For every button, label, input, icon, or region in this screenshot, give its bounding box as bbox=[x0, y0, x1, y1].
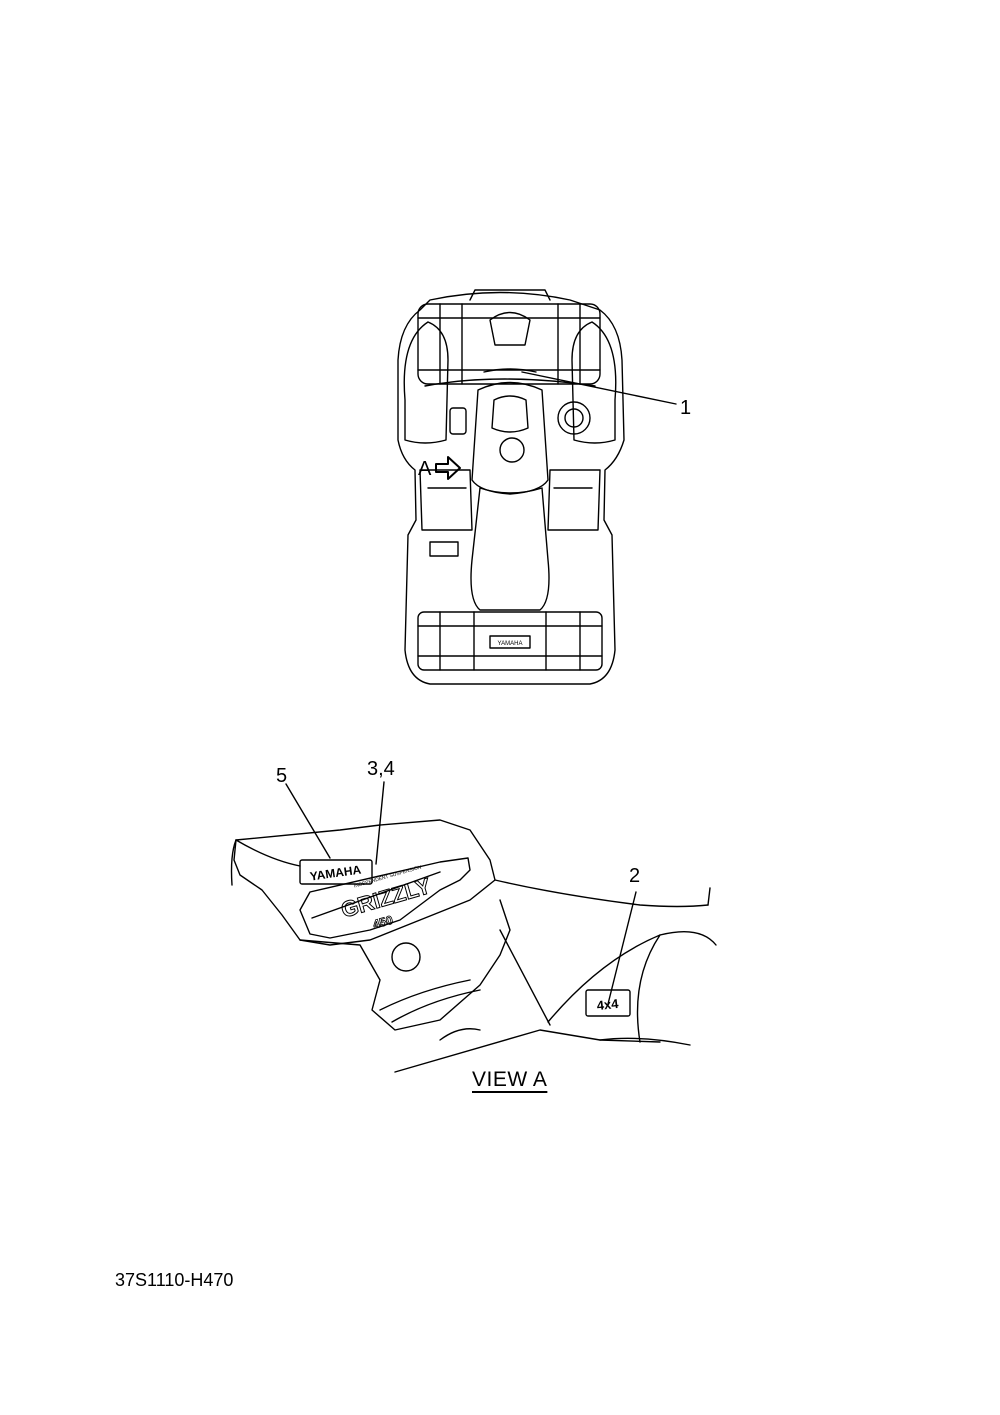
leader-line-1 bbox=[521, 371, 677, 405]
callout-3-4: 3,4 bbox=[367, 758, 395, 780]
rear-fender bbox=[494, 879, 709, 908]
leader-line-5 bbox=[285, 783, 331, 859]
leader-line-2 bbox=[607, 891, 637, 1005]
callout-2: 2 bbox=[629, 865, 641, 887]
view-a-arrow-label: A bbox=[418, 458, 432, 480]
side-panel bbox=[299, 899, 511, 1031]
front-rack bbox=[417, 303, 601, 385]
view-a-arrow bbox=[435, 456, 461, 480]
fuel-cap bbox=[499, 437, 525, 463]
callout-5: 5 bbox=[276, 765, 288, 787]
atv-body-outline bbox=[397, 291, 625, 685]
seat bbox=[470, 487, 550, 611]
front-right-fender bbox=[571, 321, 617, 444]
part-code: 37S1110-H470 bbox=[115, 1270, 234, 1290]
side-fender-outline bbox=[233, 819, 496, 946]
decal-yamaha bbox=[299, 859, 373, 885]
callout-1: 1 bbox=[680, 397, 692, 419]
decal-grizzly bbox=[299, 857, 471, 939]
rear-rack bbox=[417, 611, 603, 671]
yamaha-decal-text: YAMAHA bbox=[309, 862, 362, 883]
model-decal-text: 450 bbox=[371, 913, 394, 932]
side-filler-cap bbox=[391, 942, 421, 972]
front-left-fender bbox=[403, 321, 449, 444]
fourbyfour-decal-text: 4x4 bbox=[596, 996, 620, 1013]
rear-yamaha-text: YAMAHA bbox=[498, 641, 523, 647]
decal-4x4 bbox=[585, 989, 631, 1017]
view-a-caption: VIEW A bbox=[472, 1068, 548, 1091]
leader-line-34 bbox=[375, 781, 385, 865]
